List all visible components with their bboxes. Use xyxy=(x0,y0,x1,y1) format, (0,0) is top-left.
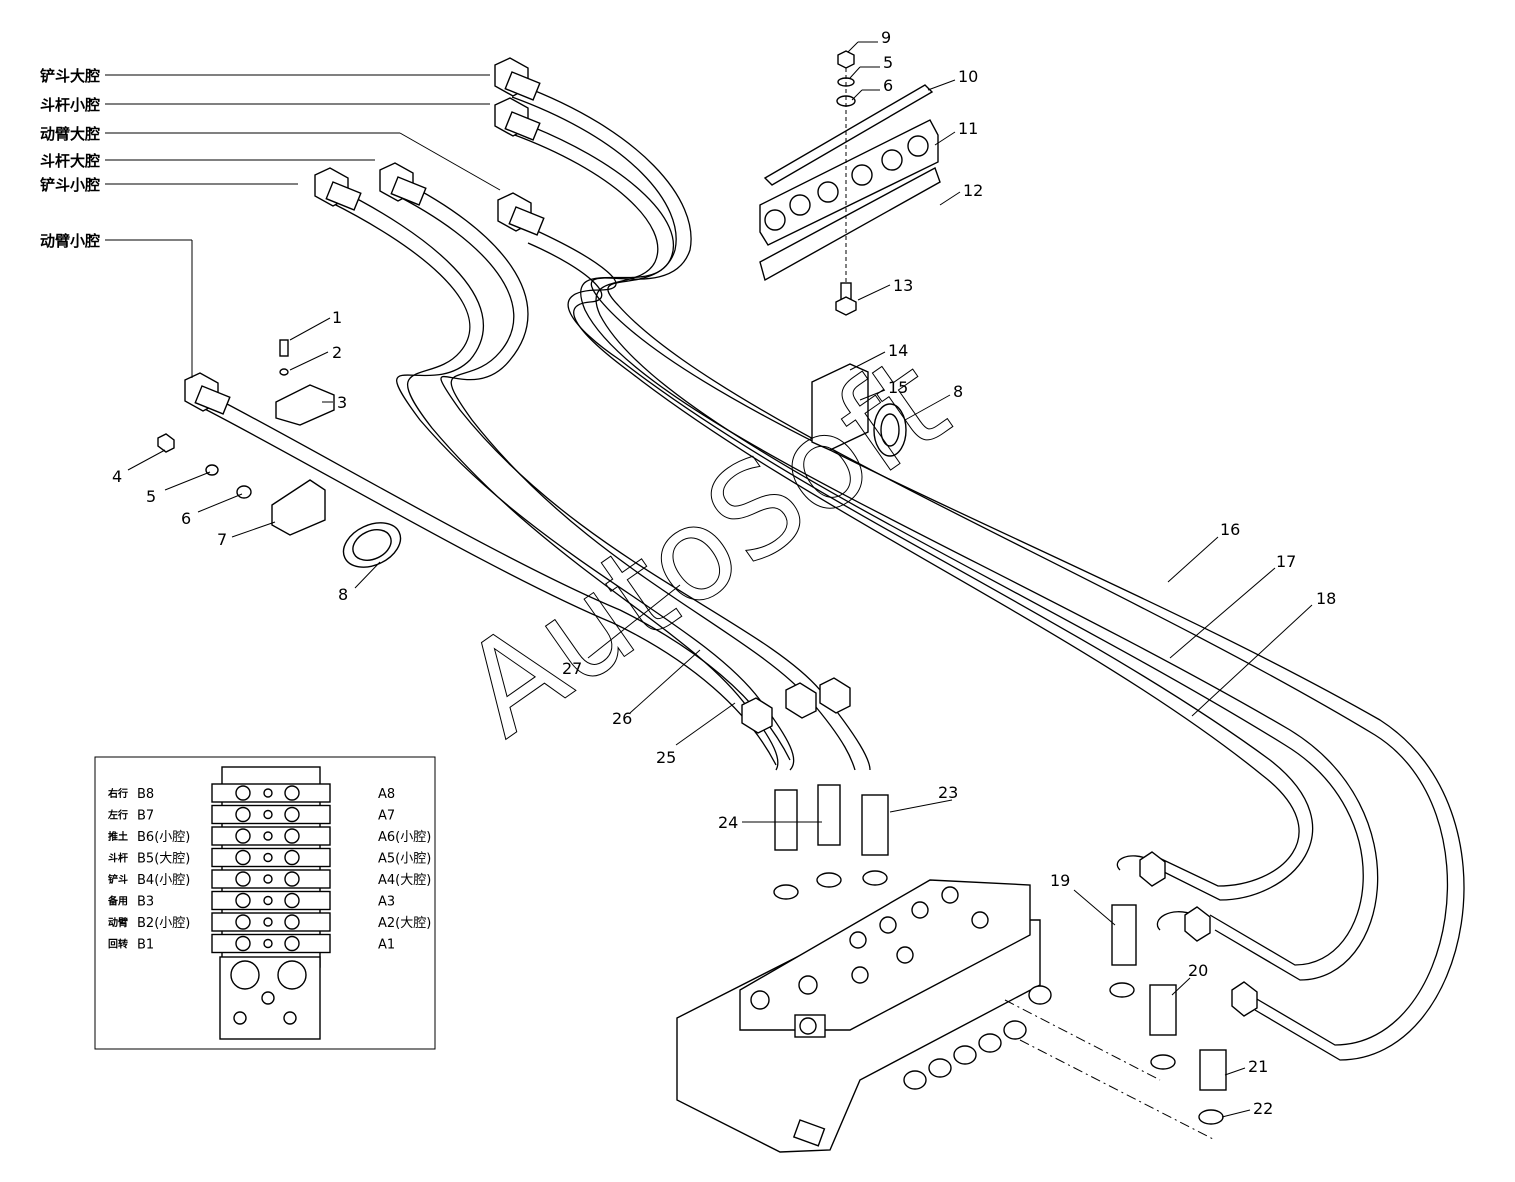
spool-port xyxy=(263,917,273,927)
hose-label: 铲斗大腔 xyxy=(40,67,100,85)
callout-number: 19 xyxy=(1050,871,1070,890)
callout-number: 25 xyxy=(656,748,676,767)
legend-function-label: 斗杆 xyxy=(108,852,128,865)
spool-port xyxy=(284,892,300,909)
clamp-assembly-left xyxy=(157,339,402,568)
legend-port-a-label: A5(小腔) xyxy=(378,852,431,867)
callout-number: 11 xyxy=(958,119,978,138)
spool-port xyxy=(263,831,273,841)
legend-function-label: 动臂 xyxy=(108,916,128,929)
control-valve xyxy=(676,879,1216,1153)
callout-number: 8 xyxy=(953,382,963,401)
callout-number: 5 xyxy=(146,487,156,506)
callout-number: 18 xyxy=(1316,589,1336,608)
legend-port-b-label: B7 xyxy=(137,809,154,824)
spool-port xyxy=(235,828,251,844)
legend-port-a-label: A1 xyxy=(378,938,395,953)
callout-number: 12 xyxy=(963,181,983,200)
spool-port xyxy=(284,935,300,952)
callout-number: 26 xyxy=(612,709,632,728)
spool-port xyxy=(263,788,273,798)
valve-port-legend: 右行 B8 A8 左行 B7 A7 推土 B6(小腔) A6(小腔) 斗杆 B5(大腔) A5(小腔)… xyxy=(94,756,436,1050)
legend-port-b-label: B2(小腔) xyxy=(137,916,190,931)
spool-port xyxy=(235,806,251,823)
callout-number: 9 xyxy=(881,28,891,47)
legend-port-b-label: B5(大腔) xyxy=(137,852,190,867)
spool-port xyxy=(235,935,251,952)
legend-function-label: 铲斗 xyxy=(108,873,128,886)
clamp-assembly-middle xyxy=(811,363,907,457)
legend-port-a-label: A2(大腔) xyxy=(378,916,431,931)
callout-number: 6 xyxy=(181,509,191,528)
spool-port xyxy=(263,874,273,884)
clamp-assembly-top xyxy=(759,50,941,316)
callout-number: 7 xyxy=(217,530,227,549)
callout-number: 20 xyxy=(1188,961,1208,980)
hose-label: 斗杆小腔 xyxy=(40,96,100,114)
legend-port-b-label: B4(小腔) xyxy=(137,873,190,888)
legend-port-a-label: A7 xyxy=(378,809,395,824)
spool-port xyxy=(284,871,300,887)
spool-port xyxy=(235,849,251,866)
legend-function-label: 备用 xyxy=(107,895,128,908)
callout-number: 22 xyxy=(1253,1099,1273,1118)
spool-port xyxy=(284,849,300,866)
spool-port xyxy=(235,914,251,930)
spool-port xyxy=(284,914,300,930)
legend-port-b-label: B1 xyxy=(137,938,154,953)
hose-fittings xyxy=(184,57,1258,1017)
leader-lines xyxy=(105,41,1313,1118)
callout-number: 5 xyxy=(883,53,893,72)
callout-number: 6 xyxy=(883,76,893,95)
hose-label: 铲斗小腔 xyxy=(40,176,100,194)
spool-port xyxy=(263,809,273,820)
callout-number: 24 xyxy=(718,813,738,832)
spool-port xyxy=(263,895,273,906)
legend-port-a-label: A3 xyxy=(378,895,395,910)
hose-label-list: 铲斗大腔 斗杆小腔 动臂大腔 斗杆大腔 铲斗小腔 动臂小腔 xyxy=(40,67,100,250)
legend-function-label: 左行 xyxy=(107,809,128,822)
spool-port xyxy=(235,871,251,887)
callout-number: 1 xyxy=(332,308,342,327)
callout-number: 15 xyxy=(888,378,908,397)
callout-numbers: 1 2 3 4 5 6 7 8 9 5 6 10 11 12 13 14 15 … xyxy=(112,28,1336,1118)
callout-number: 23 xyxy=(938,783,958,802)
callout-number: 13 xyxy=(893,276,913,295)
hose-label: 动臂大腔 xyxy=(40,125,100,143)
spool-port xyxy=(263,852,273,863)
callout-number: 17 xyxy=(1276,552,1296,571)
callout-number: 3 xyxy=(337,393,347,412)
hose-label: 动臂小腔 xyxy=(40,232,100,250)
hose-label: 斗杆大腔 xyxy=(40,152,100,170)
adapters xyxy=(773,784,1227,1125)
spool-port xyxy=(284,828,300,844)
spool-port xyxy=(284,806,300,823)
legend-port-b-label: B8 xyxy=(137,787,154,802)
watermark-text: AutoSoft xyxy=(437,328,973,765)
legend-function-label: 回转 xyxy=(108,938,128,951)
spool-port xyxy=(263,938,273,949)
legend-port-a-label: A4(大腔) xyxy=(378,873,431,888)
callout-number: 14 xyxy=(888,341,908,360)
legend-function-label: 右行 xyxy=(107,787,128,800)
callout-number: 8 xyxy=(338,585,348,604)
legend-function-label: 推土 xyxy=(108,830,128,843)
callout-number: 27 xyxy=(562,659,582,678)
hose-group xyxy=(192,84,1465,1061)
legend-port-b-label: B3 xyxy=(137,895,154,910)
spool-port xyxy=(235,892,251,909)
callout-number: 10 xyxy=(958,67,978,86)
callout-number: 21 xyxy=(1248,1057,1268,1076)
legend-port-b-label: B6(小腔) xyxy=(137,830,190,845)
spool-port xyxy=(235,785,251,801)
callout-number: 2 xyxy=(332,343,342,362)
callout-number: 4 xyxy=(112,467,122,486)
legend-port-a-label: A6(小腔) xyxy=(378,830,431,845)
callout-number: 16 xyxy=(1220,520,1240,539)
legend-port-a-label: A8 xyxy=(378,787,395,802)
spool-port xyxy=(284,785,300,801)
